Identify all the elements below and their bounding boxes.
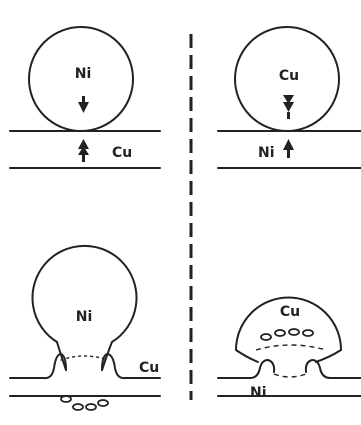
sphere-label: Cu: [279, 68, 299, 84]
substrate-label: Ni: [258, 145, 275, 161]
original-interface-dotted: [60, 355, 109, 361]
up-arrow-icon: [78, 139, 89, 162]
diffusion-particles: [260, 328, 314, 341]
down-arrow-icon: [78, 96, 89, 113]
substrate-label: Ni: [250, 385, 267, 401]
sphere-label: Cu: [280, 304, 300, 320]
sphere-label: Ni: [75, 66, 92, 82]
substrate-top-left: [217, 359, 276, 379]
interface-dashed: [255, 344, 327, 351]
substrate-label: Cu: [112, 145, 132, 161]
substrate-top-left: [9, 353, 67, 380]
panel-bottom-right: Cu Ni: [217, 296, 361, 401]
diffusion-particles: [60, 395, 109, 411]
neck-dashed: [273, 373, 307, 378]
down-arrow-icon: [283, 95, 294, 119]
substrate-label: Cu: [139, 360, 159, 376]
panel-top-left: Ni Cu: [9, 26, 161, 169]
cu-sphere-outline: [235, 296, 342, 363]
substrate-top-right: [304, 359, 361, 379]
sphere-label: Ni: [76, 309, 93, 325]
panel-top-right: Cu Ni: [217, 26, 361, 169]
ni-sphere-outline: [31, 244, 138, 371]
panel-bottom-left: Ni Cu: [9, 244, 161, 411]
up-arrow-icon: [283, 139, 294, 158]
